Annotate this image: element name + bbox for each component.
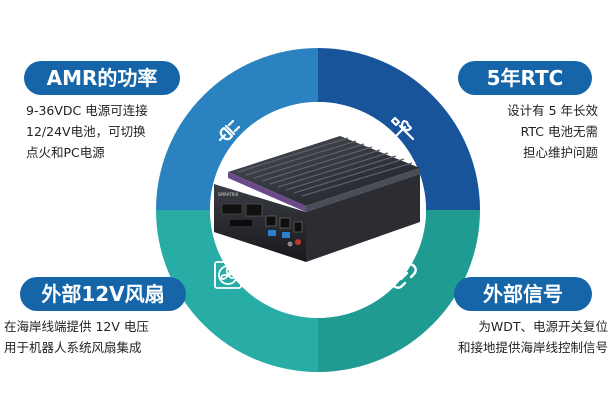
- feature-desc-line: 设计有 5 年长效: [507, 103, 598, 118]
- feature-desc-rtc: 设计有 5 年长效 RTC 电池无需 担心维护问题: [507, 100, 598, 163]
- feature-desc-line: 12/24V电池，可切换: [26, 124, 146, 139]
- link-icon: [388, 260, 420, 296]
- feature-desc-line: 用于机器人系统风扇集成: [4, 340, 142, 355]
- feature-desc-line: 点火和PC电源: [26, 145, 105, 160]
- tools-icon: [386, 112, 420, 150]
- feature-title-amr-power: AMR的功率: [24, 61, 180, 95]
- device-brand-label: SPIRATRIX: [218, 192, 239, 197]
- ring-quadrant-bottom-left: [156, 210, 318, 372]
- ring-quadrant-bottom-right: [318, 210, 480, 372]
- feature-desc-line: RTC 电池无需: [520, 124, 598, 139]
- fan-icon: [212, 259, 244, 295]
- feature-desc-line: 在海岸线端提供 12V 电压: [4, 319, 149, 334]
- ring-quadrant-top-right: [318, 48, 480, 210]
- feature-desc-line: 和接地提供海岸线控制信号: [457, 340, 608, 355]
- feature-desc-external-fan: 在海岸线端提供 12V 电压 用于机器人系统风扇集成: [4, 316, 149, 358]
- device-image: SPIRATRIX: [214, 136, 420, 262]
- feature-desc-amr-power: 9-36VDC 电源可连接 12/24V电池，可切换 点火和PC电源: [26, 100, 148, 163]
- feature-desc-line: 为WDT、电源开关复位: [478, 319, 608, 334]
- feature-desc-line: 9-36VDC 电源可连接: [26, 103, 148, 118]
- feature-desc-external-signal: 为WDT、电源开关复位 和接地提供海岸线控制信号: [458, 316, 608, 358]
- feature-title-rtc: 5年RTC: [458, 61, 592, 95]
- feature-title-external-fan: 外部12V风扇: [20, 277, 186, 311]
- power-plug-icon: [212, 114, 246, 152]
- feature-title-external-signal: 外部信号: [454, 277, 592, 311]
- feature-desc-line: 担心维护问题: [522, 145, 598, 160]
